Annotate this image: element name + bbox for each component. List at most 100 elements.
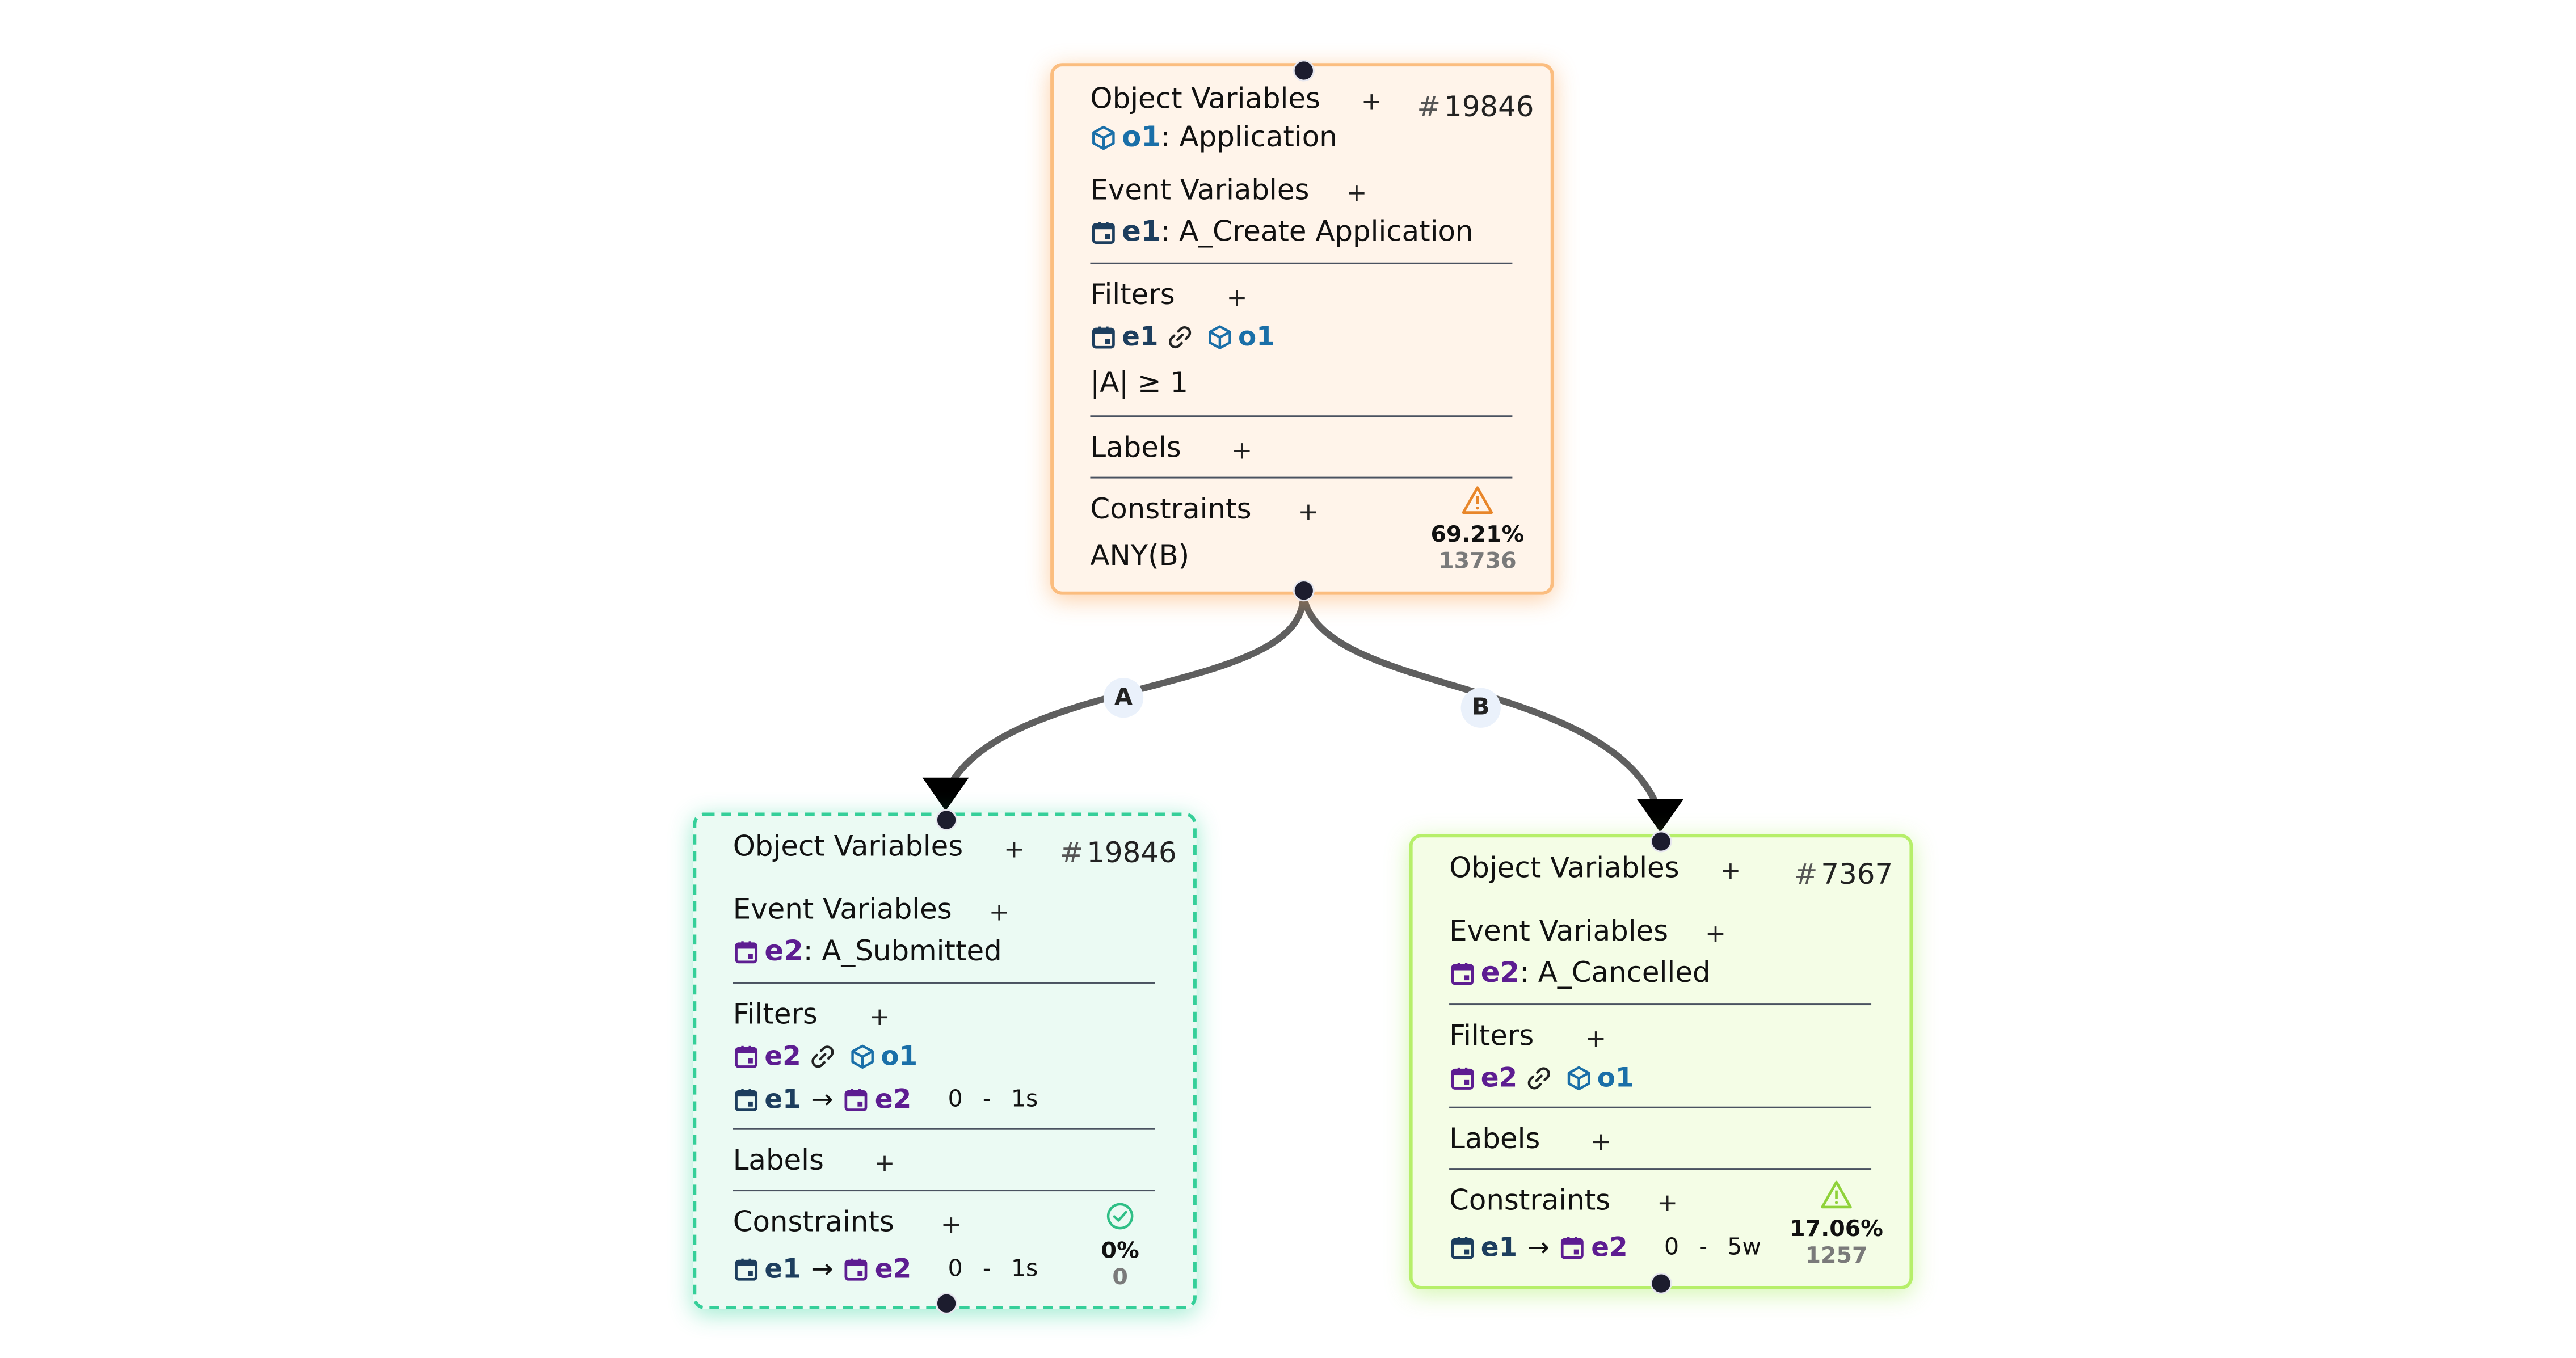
constraints-title: Constraints: [733, 1206, 894, 1240]
warning-triangle-icon: [1462, 486, 1493, 514]
hash-icon: #: [1059, 837, 1084, 871]
filter-link-row[interactable]: e1 o1: [1090, 320, 1275, 352]
calendar-icon: [1092, 326, 1115, 348]
node-a-output-handle[interactable]: [935, 1292, 957, 1314]
event-variable-row[interactable]: e2: A_Cancelled: [1449, 957, 1710, 990]
add-object-variable-button[interactable]: +: [1720, 855, 1741, 886]
constraints-title: Constraints: [1449, 1184, 1611, 1218]
calendar-icon: [1451, 963, 1474, 985]
filter-expression[interactable]: |A| ≥ 1: [1090, 367, 1189, 400]
cube-icon: [1567, 1065, 1590, 1090]
event-variable-row[interactable]: e2: A_Submitted: [733, 935, 1002, 969]
arrow-right-icon: →: [811, 1252, 834, 1285]
labels-title: Labels: [1449, 1123, 1540, 1157]
event-variables-title: Event Variables: [1449, 915, 1669, 949]
link-icon: [1168, 325, 1192, 348]
constraint-sequence-row[interactable]: e1 → e2 0 - 5w: [1449, 1231, 1761, 1263]
labels-title: Labels: [733, 1145, 824, 1178]
add-event-variable-button[interactable]: +: [1346, 178, 1367, 208]
add-object-variable-button[interactable]: +: [1004, 834, 1025, 864]
constraint-stat: 0% 0: [1070, 1201, 1170, 1291]
constraint-stat: 17.06% 1257: [1787, 1180, 1887, 1270]
filters-title: Filters: [1090, 279, 1175, 313]
constraint-sequence-row[interactable]: e1 → e2 0 - 1s: [733, 1252, 1038, 1284]
calendar-icon: [1451, 1236, 1474, 1259]
violation-count: 1257: [1805, 1242, 1868, 1270]
hash-icon: #: [1417, 91, 1441, 125]
edge-label-b[interactable]: B: [1460, 688, 1501, 728]
cube-icon: [851, 1044, 874, 1068]
divider: [733, 1190, 1155, 1192]
calendar-icon: [735, 941, 758, 964]
event-variables-title: Event Variables: [1090, 174, 1310, 208]
link-icon: [811, 1044, 834, 1067]
object-variable-row[interactable]: o1: Application: [1090, 121, 1337, 154]
object-variables-title: Object Variables: [733, 830, 963, 864]
divider: [1090, 415, 1513, 417]
object-variables-title: Object Variables: [1090, 83, 1320, 117]
divider: [1449, 1106, 1872, 1108]
add-constraint-button[interactable]: +: [1298, 496, 1319, 527]
violation-count: 13736: [1438, 548, 1517, 575]
calendar-icon: [845, 1258, 868, 1280]
cube-icon: [1209, 324, 1231, 349]
calendar-icon: [1092, 222, 1115, 244]
node-id: #7367: [1794, 859, 1893, 892]
filters-title: Filters: [733, 998, 818, 1032]
filters-title: Filters: [1449, 1020, 1534, 1053]
divider: [1090, 262, 1513, 264]
divider: [1449, 1168, 1872, 1170]
node-id: #19846: [1059, 837, 1177, 871]
divider: [1449, 1003, 1872, 1006]
violation-percent: 17.06%: [1790, 1216, 1883, 1243]
add-event-variable-button[interactable]: +: [988, 897, 1010, 927]
violation-count: 0: [1112, 1264, 1128, 1291]
node-a-input-handle[interactable]: [935, 808, 957, 830]
add-label-button[interactable]: +: [1231, 435, 1253, 466]
violation-percent: 0%: [1101, 1238, 1139, 1264]
violation-percent: 69.21%: [1430, 521, 1525, 549]
cube-icon: [1092, 125, 1115, 150]
divider: [733, 1128, 1155, 1130]
child-node-a[interactable]: #19846 Object Variables + Event Variable…: [693, 812, 1197, 1310]
edge-b[interactable]: [1299, 591, 1664, 816]
arrowhead-a: [922, 777, 969, 811]
filter-sequence-row[interactable]: e1 → e2 0 - 1s: [733, 1083, 1038, 1115]
warning-triangle-icon: [1821, 1180, 1852, 1209]
object-variables-title: Object Variables: [1449, 852, 1680, 886]
constraint-expression[interactable]: ANY(B): [1090, 539, 1190, 573]
add-event-variable-button[interactable]: +: [1705, 918, 1726, 949]
add-label-button[interactable]: +: [1590, 1126, 1611, 1157]
arrow-right-icon: →: [811, 1083, 834, 1115]
child-node-b[interactable]: #7367 Object Variables + Event Variables…: [1409, 834, 1913, 1289]
edge-a[interactable]: [942, 591, 1307, 796]
divider: [733, 982, 1155, 984]
calendar-icon: [1451, 1066, 1474, 1089]
event-variable-row[interactable]: e1: A_Create Application: [1090, 216, 1474, 249]
root-input-handle[interactable]: [1292, 58, 1314, 81]
node-b-input-handle[interactable]: [1649, 830, 1672, 852]
add-constraint-button[interactable]: +: [940, 1209, 962, 1240]
calendar-icon: [735, 1258, 758, 1280]
add-filter-button[interactable]: +: [1585, 1023, 1607, 1053]
calendar-icon: [735, 1088, 758, 1111]
calendar-icon: [845, 1088, 868, 1111]
calendar-icon: [1561, 1236, 1584, 1259]
filter-link-row[interactable]: e2 o1: [1449, 1062, 1634, 1093]
root-node[interactable]: #19846 Object Variables + o1: Applicatio…: [1050, 63, 1554, 595]
filter-link-row[interactable]: e2 o1: [733, 1040, 917, 1072]
add-constraint-button[interactable]: +: [1657, 1188, 1678, 1218]
node-id: #19846: [1417, 91, 1534, 125]
check-circle-icon: [1106, 1203, 1134, 1230]
edge-label-a[interactable]: A: [1103, 678, 1144, 718]
add-filter-button[interactable]: +: [1226, 282, 1248, 313]
calendar-icon: [735, 1045, 758, 1068]
add-filter-button[interactable]: +: [869, 1002, 890, 1032]
add-label-button[interactable]: +: [874, 1148, 895, 1178]
add-object-variable-button[interactable]: +: [1361, 86, 1382, 117]
arrow-right-icon: →: [1527, 1231, 1550, 1263]
node-b-output-handle[interactable]: [1649, 1272, 1672, 1294]
root-output-handle[interactable]: [1292, 579, 1314, 601]
